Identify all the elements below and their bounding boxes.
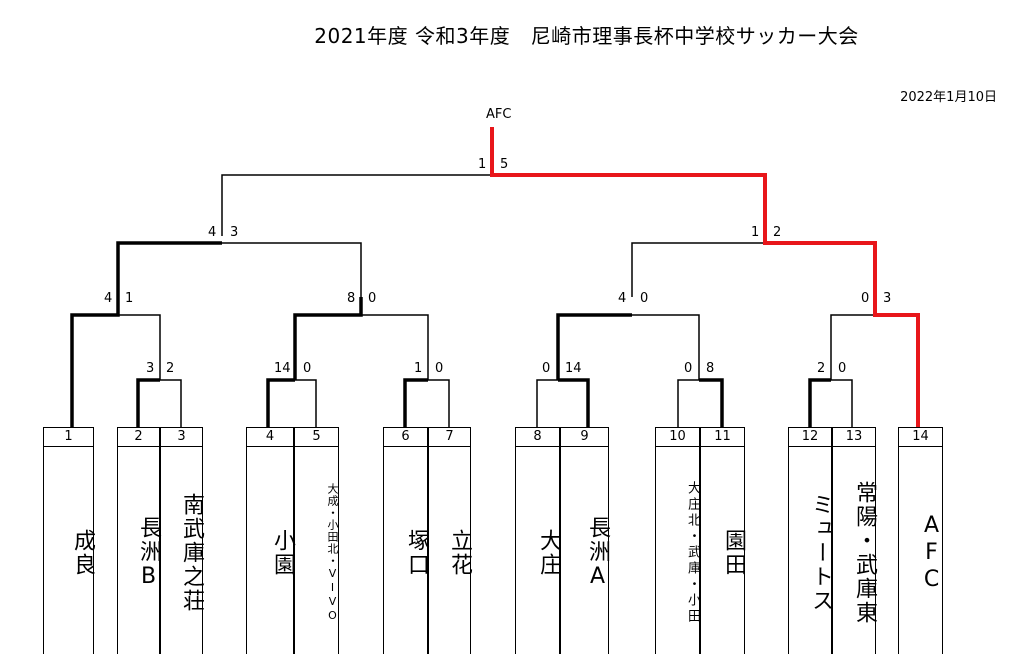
team-name: 長洲B	[136, 515, 161, 591]
team-box-6: 6 塚口	[383, 427, 429, 654]
champion-path	[490, 127, 920, 427]
score-final-right: 5	[500, 157, 509, 172]
score-r2c-left: 4	[618, 291, 627, 306]
team-number: 5	[295, 427, 338, 447]
score-r2d-right: 3	[883, 291, 892, 306]
team-name: 常陽・武庫東	[852, 481, 877, 625]
team-box-7: 7 立花	[428, 427, 472, 654]
score-r1a-right: 2	[166, 361, 175, 376]
score-sfb-right: 2	[773, 225, 782, 240]
team-name: 長洲A	[585, 515, 610, 591]
team-number: 2	[118, 427, 159, 447]
team-name: 大庄	[536, 529, 561, 577]
score-final-left: 1	[478, 157, 487, 172]
team-box-10: 10 大庄北・武庫・小田	[655, 427, 700, 654]
team-name: 成良	[70, 529, 95, 577]
team-name: 立花	[447, 529, 472, 577]
team-box-11: 11 園田	[700, 427, 746, 654]
date-label: 2022年1月10日	[900, 90, 997, 105]
score-r1d-right: 14	[565, 361, 582, 376]
score-r2d-left: 0	[861, 291, 870, 306]
score-r1e-right: 8	[706, 361, 715, 376]
score-r2b-right: 0	[368, 291, 377, 306]
bracket-thin-lines	[118, 174, 875, 427]
score-r1d-left: 0	[542, 361, 551, 376]
team-number: 14	[899, 427, 942, 447]
team-number: 13	[833, 427, 875, 447]
score-r2a-right: 1	[125, 291, 134, 306]
team-number: 8	[516, 427, 559, 447]
team-box-9: 9 長洲A	[560, 427, 610, 654]
page-title: 2021年度 令和3年度 尼崎市理事長杯中学校サッカー大会	[314, 24, 859, 48]
score-r1c-right: 0	[435, 361, 444, 376]
team-name: 小園	[270, 529, 295, 577]
team-box-4: 4 小園	[246, 427, 295, 654]
score-r1f-right: 0	[838, 361, 847, 376]
score-r1e-left: 0	[684, 361, 693, 376]
team-name: 大成・小田北・VIVO	[326, 483, 339, 623]
team-name: ミュートス	[808, 493, 833, 613]
score-r1a-left: 3	[146, 361, 155, 376]
team-box-13: 13 常陽・武庫東	[832, 427, 877, 654]
team-name: 塚口	[404, 529, 429, 577]
team-name: 南武庫之荘	[179, 493, 204, 613]
team-number: 3	[161, 427, 202, 447]
team-number: 12	[789, 427, 831, 447]
team-box-3: 3 南武庫之荘	[160, 427, 204, 654]
team-box-14: 14 AFC	[898, 427, 944, 654]
team-number: 7	[429, 427, 470, 447]
team-box-12: 12 ミュートス	[788, 427, 833, 654]
bracket-thick-lines	[70, 241, 831, 427]
team-box-2: 2 長洲B	[117, 427, 161, 654]
team-number: 9	[561, 427, 608, 447]
team-name: AFC	[919, 512, 944, 594]
score-r1c-left: 1	[414, 361, 423, 376]
team-number: 4	[247, 427, 293, 447]
team-name: 園田	[721, 529, 746, 577]
team-number: 10	[656, 427, 699, 447]
score-sfb-left: 1	[751, 225, 760, 240]
score-r1b-left: 14	[274, 361, 291, 376]
team-name: 大庄北・武庫・小田	[685, 481, 700, 625]
score-sfa-right: 3	[230, 225, 239, 240]
team-box-8: 8 大庄	[515, 427, 561, 654]
team-number: 6	[384, 427, 427, 447]
score-r2c-right: 0	[640, 291, 649, 306]
team-number: 1	[44, 427, 93, 447]
champion-label: AFC	[486, 107, 512, 122]
score-r2b-left: 8	[347, 291, 356, 306]
team-number: 11	[701, 427, 744, 447]
team-box-1: 1 成良	[43, 427, 95, 654]
score-r1b-right: 0	[303, 361, 312, 376]
score-r2a-left: 4	[104, 291, 113, 306]
team-box-5: 5 大成・小田北・VIVO	[294, 427, 339, 654]
score-sfa-left: 4	[208, 225, 217, 240]
score-r1f-left: 2	[817, 361, 826, 376]
